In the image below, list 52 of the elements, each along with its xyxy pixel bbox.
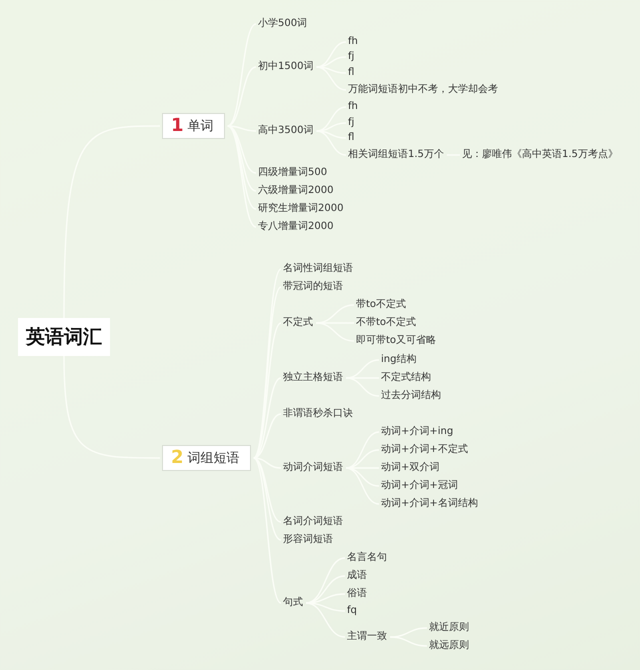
connector-line (63, 356, 160, 459)
topic-label: 六级增量词2000 (258, 184, 334, 198)
topic-label: fl (348, 66, 354, 80)
topic-label: fq (347, 604, 357, 618)
topic-label: 见：廖唯伟《高中英语1.5万考点》 (462, 148, 618, 162)
branch-label: 词组短语 (188, 450, 240, 467)
topic-label: 不定式 (283, 316, 313, 330)
topic-label: 名言名句 (347, 551, 387, 565)
topic-label: 动词+介词+ing (381, 425, 454, 439)
topic-label: fl (348, 131, 354, 145)
topic-label: 初中1500词 (258, 60, 314, 74)
topic-label: 小学500词 (258, 17, 308, 31)
topic-label: 就近原则 (429, 621, 469, 635)
topic-label: 万能词短语初中不考，大学却会考 (348, 83, 498, 97)
topic-label: 带冠词的短语 (283, 280, 343, 294)
topic-label: 名词介词短语 (283, 515, 343, 529)
topic-label: 高中3500词 (258, 124, 314, 138)
topic-label: 四级增量词500 (258, 166, 328, 180)
topic-label: 不定式结构 (381, 371, 431, 385)
topic-label: 名词性词组短语 (283, 262, 353, 276)
topic-label: 句式 (283, 596, 303, 610)
topic-label: 相关词组短语1.5万个 (348, 148, 444, 162)
topic-label: ing结构 (381, 353, 416, 367)
topic-label: 过去分词结构 (381, 389, 441, 403)
topic-label: fh (348, 100, 358, 114)
branch-label: 单词 (188, 118, 214, 135)
topic-label: 就远原则 (429, 639, 469, 653)
topic-label: 研究生增量词2000 (258, 202, 344, 216)
topic-label: 不带to不定式 (356, 316, 416, 330)
topic-label: 即可带to又可省略 (356, 334, 436, 348)
topic-label: 专八增量词2000 (258, 220, 334, 234)
topic-label: 主谓一致 (347, 630, 387, 644)
topic-label: 动词+介词+不定式 (381, 443, 468, 457)
topic-label: 形容词短语 (283, 533, 333, 547)
topic-label: 动词+双介词 (381, 461, 440, 475)
branch-number: 1 (171, 117, 184, 135)
topic-label: 成语 (347, 569, 367, 583)
topic-label: 动词+介词+冠词 (381, 479, 458, 493)
topic-label: 带to不定式 (356, 298, 406, 312)
topic-label: 动词介词短语 (283, 461, 343, 475)
topic-label: fj (348, 116, 354, 130)
branch-box (162, 445, 251, 471)
topic-label: fj (348, 50, 354, 64)
branch-number: 2 (171, 449, 184, 467)
topic-label: 独立主格短语 (283, 371, 343, 385)
branch-box (162, 113, 225, 139)
connector-line (63, 125, 160, 318)
central-topic: 英语词汇 (18, 318, 110, 356)
topic-label: 动词+介词+名词结构 (381, 497, 478, 511)
topic-label: 俗语 (347, 587, 367, 601)
topic-label: 非谓语秒杀口诀 (283, 407, 353, 421)
topic-label: fh (348, 35, 358, 49)
